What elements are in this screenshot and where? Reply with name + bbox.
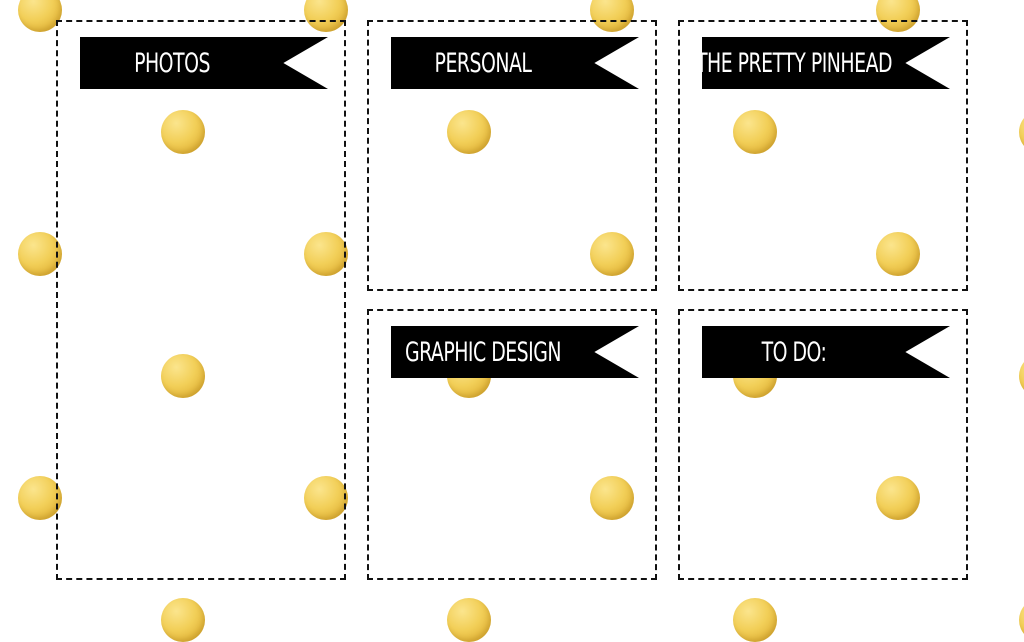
gold-dot xyxy=(447,598,491,642)
gold-dot xyxy=(18,232,62,276)
gold-dot xyxy=(590,476,634,520)
section-to-do: TO DO: xyxy=(678,309,968,580)
gold-dot xyxy=(876,476,920,520)
banner-to-do: TO DO: xyxy=(702,326,950,378)
section-title-personal: PERSONAL xyxy=(434,48,532,78)
gold-dot xyxy=(447,110,491,154)
banner-personal: PERSONAL xyxy=(391,37,639,89)
gold-dot xyxy=(161,354,205,398)
section-title-graphic-design: GRAPHIC DESIGN xyxy=(404,337,562,367)
gold-dot xyxy=(1019,110,1024,154)
gold-dot xyxy=(1019,598,1024,642)
section-title-the-pretty-pinhead: THE PRETTY PINHEAD xyxy=(695,48,893,78)
gold-dot xyxy=(590,232,634,276)
gold-dot xyxy=(18,476,62,520)
section-photos: PHOTOS xyxy=(56,20,346,580)
gold-dot xyxy=(304,476,348,520)
section-personal: PERSONAL xyxy=(367,20,657,291)
section-title-to-do: TO DO: xyxy=(761,337,827,367)
banner-photos: PHOTOS xyxy=(80,37,328,89)
section-title-photos: PHOTOS xyxy=(134,48,210,78)
gold-dot xyxy=(1019,354,1024,398)
banner-graphic-design: GRAPHIC DESIGN xyxy=(391,326,639,378)
gold-dot xyxy=(161,110,205,154)
section-the-pretty-pinhead: THE PRETTY PINHEAD xyxy=(678,20,968,291)
gold-dot xyxy=(733,598,777,642)
gold-dot xyxy=(876,232,920,276)
banner-the-pretty-pinhead: THE PRETTY PINHEAD xyxy=(702,37,950,89)
section-graphic-design: GRAPHIC DESIGN xyxy=(367,309,657,580)
gold-dot xyxy=(304,232,348,276)
gold-dot xyxy=(733,110,777,154)
gold-dot xyxy=(161,598,205,642)
